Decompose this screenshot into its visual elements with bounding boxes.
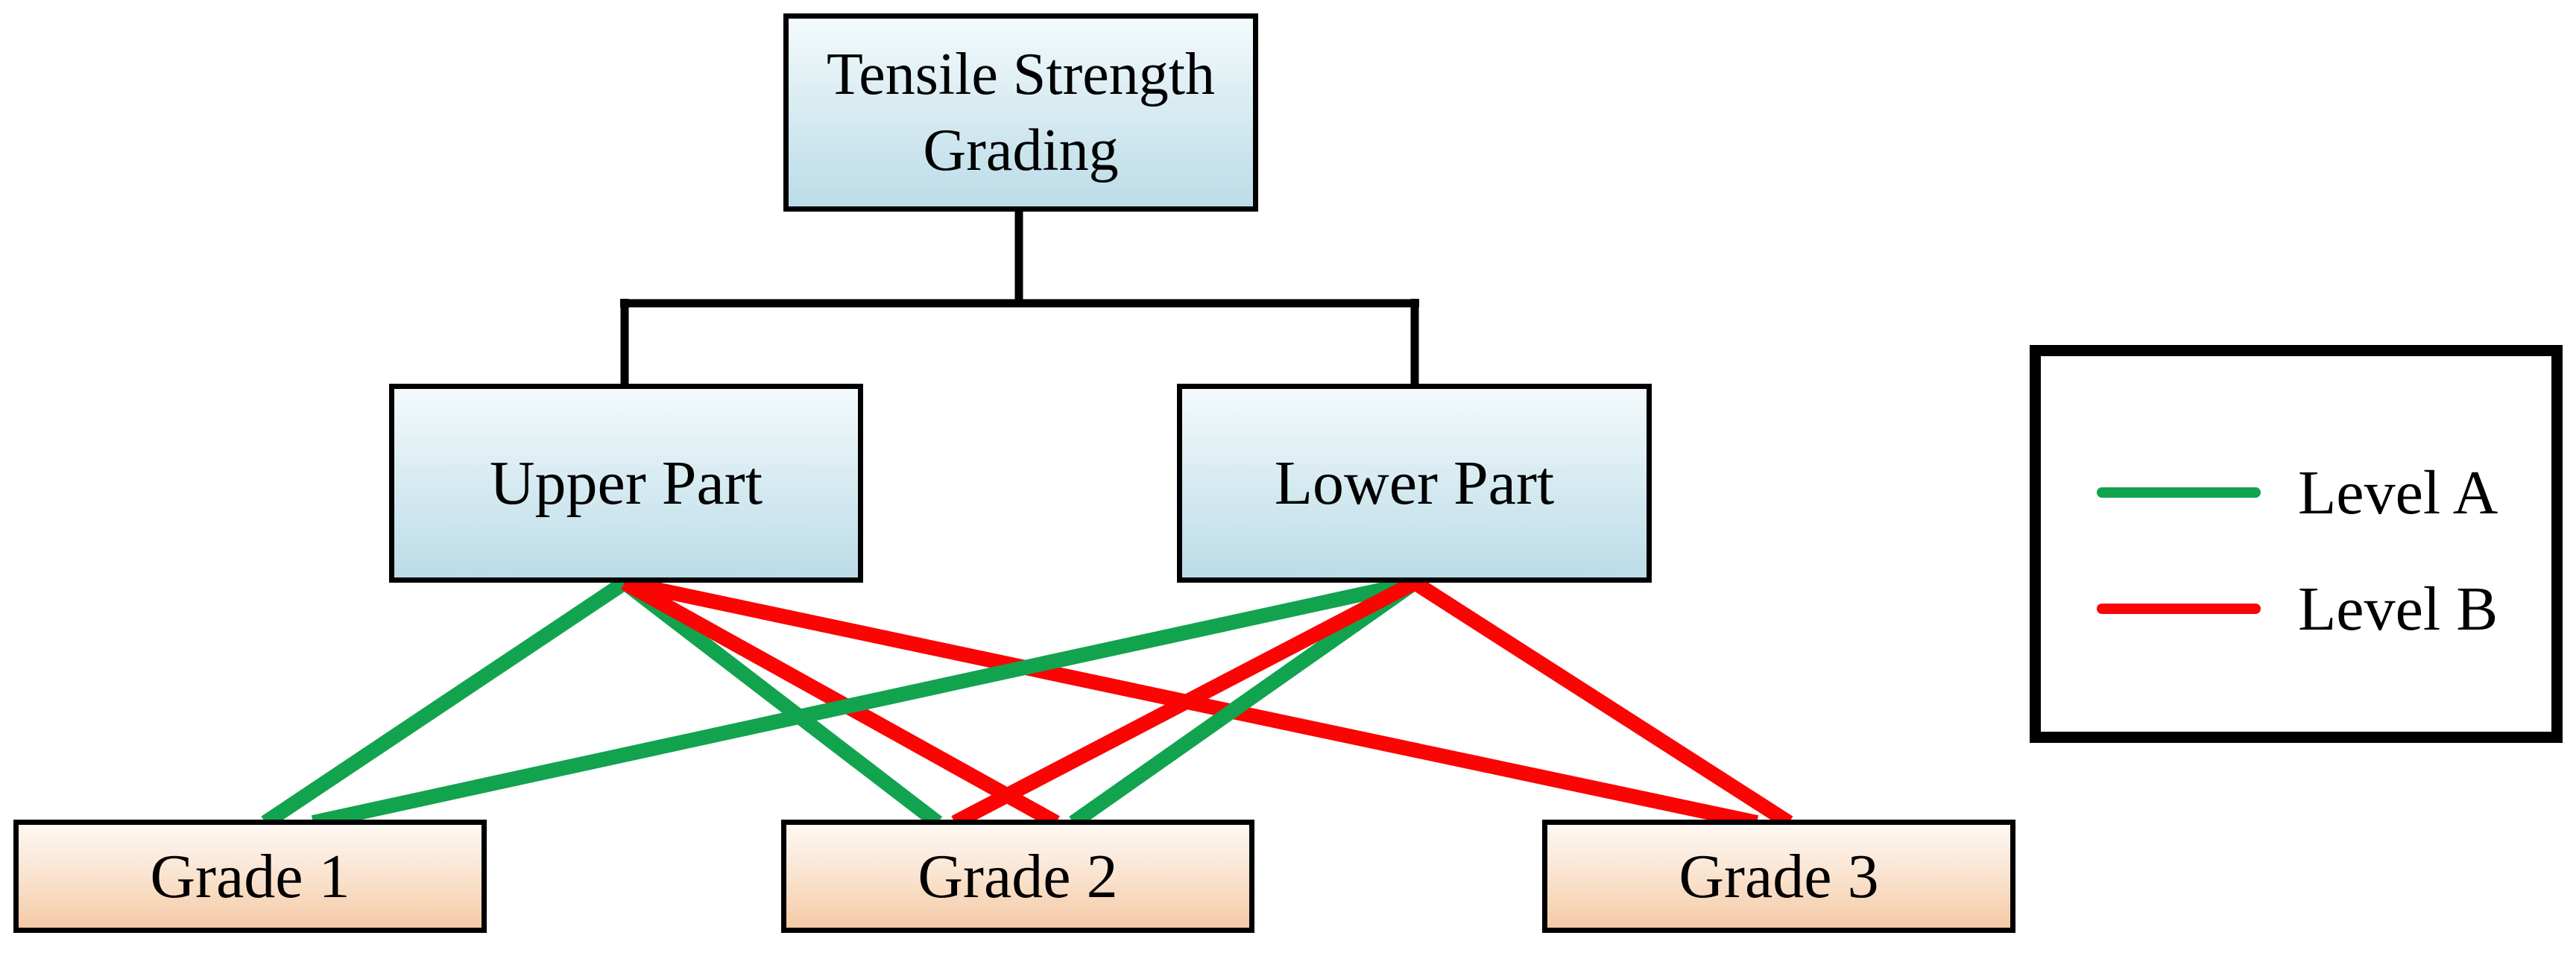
level-a-line-swatch bbox=[2097, 487, 2261, 498]
node-label: Upper Part bbox=[489, 449, 763, 518]
node-label: Grade 2 bbox=[918, 841, 1118, 911]
node-lower-part: Lower Part bbox=[1177, 384, 1652, 583]
edge-upper-grade2-level-a bbox=[619, 577, 943, 829]
edge-lower-grade1-level-a bbox=[311, 575, 1417, 830]
edge-lower-grade3-level-b bbox=[1410, 576, 1793, 829]
legend-label-level-a: Level A bbox=[2298, 457, 2498, 528]
node-label: Grade 1 bbox=[150, 841, 350, 911]
node-grade-1: Grade 1 bbox=[13, 820, 487, 933]
node-grade-2: Grade 2 bbox=[781, 820, 1254, 933]
edge-lower-grade2-level-a bbox=[1069, 576, 1419, 829]
legend-box: Level A Level B bbox=[2030, 345, 2563, 743]
node-label: Lower Part bbox=[1274, 449, 1555, 518]
node-label: Tensile Strength Grading bbox=[827, 41, 1215, 183]
node-grade-3: Grade 3 bbox=[1542, 820, 2015, 933]
legend-label-level-b: Level B bbox=[2298, 574, 2498, 644]
node-upper-part: Upper Part bbox=[389, 384, 863, 583]
edge-lower-grade2-level-b bbox=[951, 576, 1418, 829]
node-label: Grade 3 bbox=[1679, 841, 1879, 911]
level-b-line-swatch bbox=[2097, 604, 2261, 614]
legend-row-level-b: Level B bbox=[2097, 572, 2498, 646]
edge-upper-grade1-level-a bbox=[261, 576, 629, 829]
legend-row-level-a: Level A bbox=[2097, 455, 2498, 530]
node-tensile-strength-grading: Tensile Strength Grading bbox=[783, 13, 1258, 212]
